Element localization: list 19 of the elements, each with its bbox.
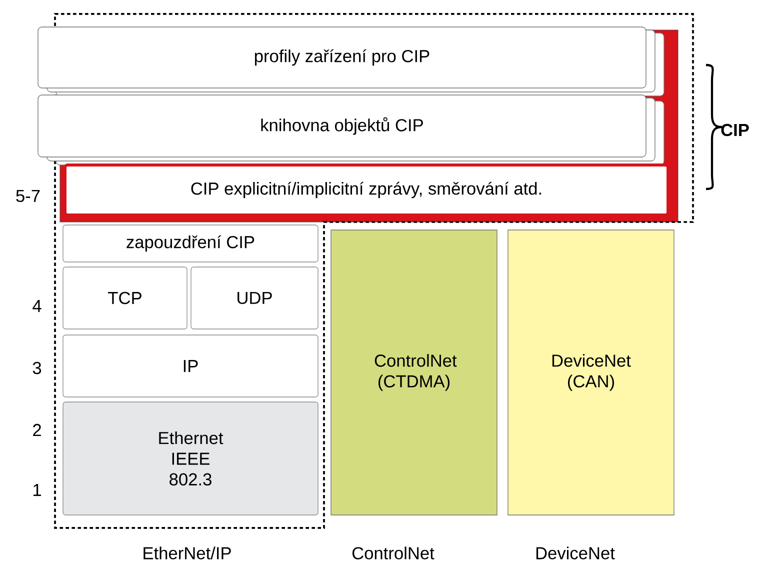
layer-box: Ethernet IEEE 802.3: [62, 402, 318, 516]
layer-box: TCP: [62, 266, 188, 330]
layer-box: profily zařízení pro CIP: [38, 26, 664, 96]
column-label: DeviceNet: [536, 546, 615, 560]
layer-box: zapouzdření CIP: [62, 224, 318, 262]
layer-number: 4: [32, 300, 42, 312]
layer-number: 5-7: [16, 190, 40, 202]
layer-box: UDP: [190, 266, 318, 330]
network-column: ControlNet (CTDMA): [330, 230, 498, 516]
layer-number: 3: [32, 362, 42, 374]
network-column: DeviceNet (CAN): [508, 230, 674, 516]
brace-label: CIP: [721, 124, 749, 136]
column-label: EtherNet/IP: [144, 546, 231, 560]
layer-number: 2: [33, 424, 41, 436]
layer-box: IP: [62, 334, 318, 398]
layer-box: knihovna objektů CIP: [38, 94, 664, 166]
layer-box: CIP explicitní/implicitní zprávy, směrování atd.: [64, 164, 670, 216]
column-label: ControlNet: [352, 546, 434, 560]
layer-number: 1: [34, 484, 41, 496]
